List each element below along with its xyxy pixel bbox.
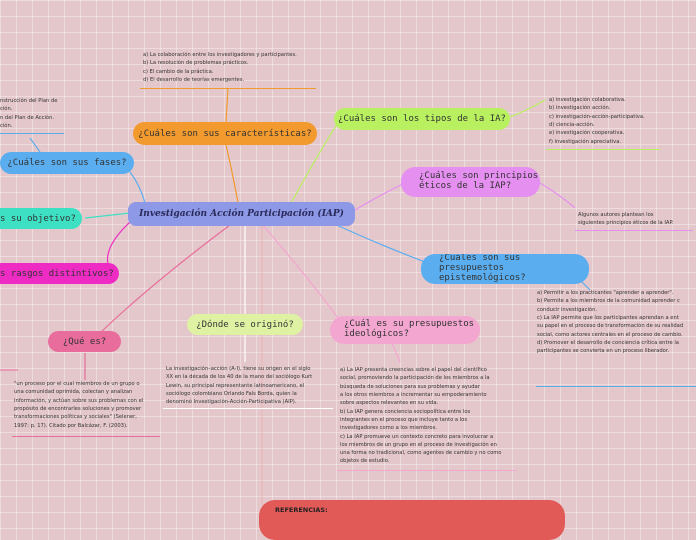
note-line: b) La IAP genera conciencia sociopolític…: [340, 408, 471, 415]
link-principios: [354, 182, 406, 211]
node-quees[interactable]: ¿Qué es?: [48, 331, 121, 352]
node-references-label: REFERENCIAS:: [275, 506, 328, 514]
node-objetivo[interactable]: s su objetivo?: [0, 208, 82, 229]
note-line: Algunos autores plantean los: [578, 212, 654, 218]
central-topic[interactable]: Investigación Acción Participación (IAP): [128, 202, 355, 226]
link-objetivo: [84, 212, 131, 219]
note-origen: La investigación–acción (A-I), tiene su …: [166, 365, 334, 407]
note-line: conducir investigación.: [537, 306, 598, 313]
note-line: investigadores como a los miembros.: [340, 425, 437, 432]
node-references[interactable]: REFERENCIAS:: [259, 500, 565, 540]
note-line: d) ciencia-acción.: [549, 121, 595, 128]
note-line: los miembros de un grupo en el proceso d…: [340, 441, 497, 448]
note-line: c) El cambio de la práctica.: [143, 68, 214, 75]
node-ideologico[interactable]: ¿Cuál es su presupuestos ideológicos?: [330, 316, 480, 344]
note-line: su papel en el proceso de transformación…: [537, 323, 684, 330]
note-origen-underline: [163, 408, 333, 409]
note-line: 1997: p. 17). Citado por Balcázar, F. (2…: [14, 422, 128, 429]
note-line: "un proceso por el cual miembros de un g…: [14, 381, 140, 387]
note-line: c) La IAP permite que los participantes …: [537, 314, 679, 321]
node-origen[interactable]: ¿Dónde se originó?: [187, 314, 303, 335]
link-fases: [129, 171, 146, 204]
note-ideologico: a) La IAP presenta creencias sobre el pa…: [340, 366, 522, 466]
note-line: Lewin, su principal representante latino…: [166, 382, 305, 389]
node-caracteristicas-label: ¿Cuáles son sus características?: [138, 128, 312, 139]
note-line: ción.: [0, 106, 13, 113]
link-principios-note: [539, 182, 576, 209]
link-tipos-note: [509, 99, 546, 118]
note-line: búsqueda de soluciones para sus problema…: [340, 383, 480, 390]
node-caracteristicas[interactable]: ¿Cuáles son sus características?: [133, 122, 317, 145]
note-line: d) El desarrollo de teorías emergentes.: [143, 76, 245, 83]
note-fases: nstrucción del Plan de ción. n del Plan …: [0, 97, 66, 130]
note-line: a) Permitir a los practicantes "aprender…: [537, 290, 674, 296]
note-line: sociólogo colombiano Orlando Fals Borda,…: [166, 390, 297, 397]
note-fases-underline: [0, 133, 64, 134]
note-line: nstrucción del Plan de: [0, 98, 58, 104]
note-line: a) La colaboración entre los investigado…: [143, 52, 297, 58]
note-line: c) investigación-acción-participativa.: [549, 113, 645, 120]
note-line: a) La IAP presenta creencias sobre el pa…: [340, 367, 487, 373]
note-line: social, promoviendo la participación de …: [340, 375, 490, 382]
node-principios-label: ¿Cuáles son principios éticos de la IAP?: [419, 171, 539, 191]
node-rasgos[interactable]: s rasgos distintivos?: [0, 263, 119, 284]
note-line: a) investigación colaborativa.: [549, 97, 626, 103]
note-line: b) investigación acción.: [549, 105, 611, 112]
note-line: b) Permite a los miembros de la comunida…: [537, 298, 680, 305]
node-objetivo-label: s su objetivo?: [0, 213, 76, 224]
node-epistemologicos[interactable]: ¿Cuáles son sus presupuestos epistemológ…: [421, 254, 589, 284]
node-fases[interactable]: ¿Cuáles son sus fases?: [0, 152, 134, 174]
node-principios[interactable]: ¿Cuáles son principios éticos de la IAP?: [401, 167, 540, 197]
central-topic-label: Investigación Acción Participación (IAP): [139, 209, 344, 219]
note-line: social, como actores centrales en el pro…: [537, 331, 683, 338]
link-caracteristicas-note: [225, 87, 229, 123]
note-principios-underline: [575, 230, 693, 231]
note-caracteristicas-underline: [140, 88, 316, 89]
note-line: una forma no tradicional, como agentes d…: [340, 450, 502, 457]
note-epistemologicos: a) Permitir a los practicantes "aprender…: [537, 289, 696, 356]
node-fases-label: ¿Cuáles son sus fases?: [7, 158, 127, 168]
note-caracteristicas: a) La colaboración entre los investigado…: [143, 51, 318, 84]
note-line: transformaciones políticas y sociales" (…: [14, 414, 137, 421]
connection-lines: [0, 87, 591, 505]
node-tipos[interactable]: ¿Cuáles son los tipos de la IA?: [334, 108, 510, 130]
node-ideologico-label: ¿Cuál es su presupuestos ideológicos?: [344, 319, 475, 339]
node-origen-label: ¿Dónde se originó?: [196, 319, 294, 330]
node-tipos-label: ¿Cuáles son los tipos de la IA?: [338, 114, 506, 124]
link-fases-note: [29, 137, 41, 153]
node-epistemologicos-label: ¿Cuáles son sus presupuestos epistemológ…: [439, 254, 526, 283]
note-line: participantes se convierta en un proceso…: [537, 348, 670, 355]
note-principios: Algunos autores plantean los siguientes …: [578, 211, 696, 228]
link-ideologico: [261, 223, 339, 319]
note-line: c) La IAP promueve un contexto concreto …: [340, 433, 494, 440]
note-line: información, y actúan sobre sus problema…: [14, 397, 144, 404]
note-line: f) investigación apreciativa.: [549, 138, 622, 145]
note-line: siguientes principios éticos de la IAP.: [578, 220, 674, 227]
note-line: denominó Investigación-Acción-Participat…: [166, 399, 297, 406]
note-tipos: a) investigación colaborativa. b) invest…: [549, 96, 679, 146]
note-line: integrantes en el proceso que incluye ta…: [340, 416, 468, 423]
note-quees-underline: [12, 436, 160, 437]
note-line: objetos de estudio.: [340, 458, 390, 465]
note-line: La investigación–acción (A-I), tiene su …: [166, 366, 311, 372]
note-tipos-underline: [546, 149, 660, 150]
note-line: d) Promover el desarrollo de conciencia …: [537, 339, 679, 346]
note-line: una comunidad oprimida, colectan y anali…: [14, 389, 133, 396]
note-line: ción.: [0, 122, 13, 129]
note-line: b) La resolución de problemas prácticos.: [143, 60, 249, 67]
note-epistemologicos-underline: [536, 386, 696, 387]
note-line: XX en la década de los 40 de la mano del…: [166, 374, 313, 381]
note-ideologico-underline: [337, 470, 517, 471]
note-line: e) investigación cooperativa.: [549, 130, 625, 137]
link-ideologico-note: [391, 342, 401, 363]
note-line: a los otros miembros a incrementar su em…: [340, 391, 487, 398]
link-epistemologicos: [329, 221, 426, 263]
note-quees: "un proceso por el cual miembros de un g…: [14, 380, 164, 430]
note-line: sobre aspectos relevantes en su vida.: [340, 400, 439, 407]
link-quees: [99, 224, 231, 334]
note-line: n del Plan de Acción.: [0, 114, 55, 121]
node-quees-label: ¿Qué es?: [62, 336, 107, 347]
note-line: propósito de encontrarles soluciones y p…: [14, 405, 142, 412]
node-rasgos-label: s rasgos distintivos?: [0, 268, 114, 279]
